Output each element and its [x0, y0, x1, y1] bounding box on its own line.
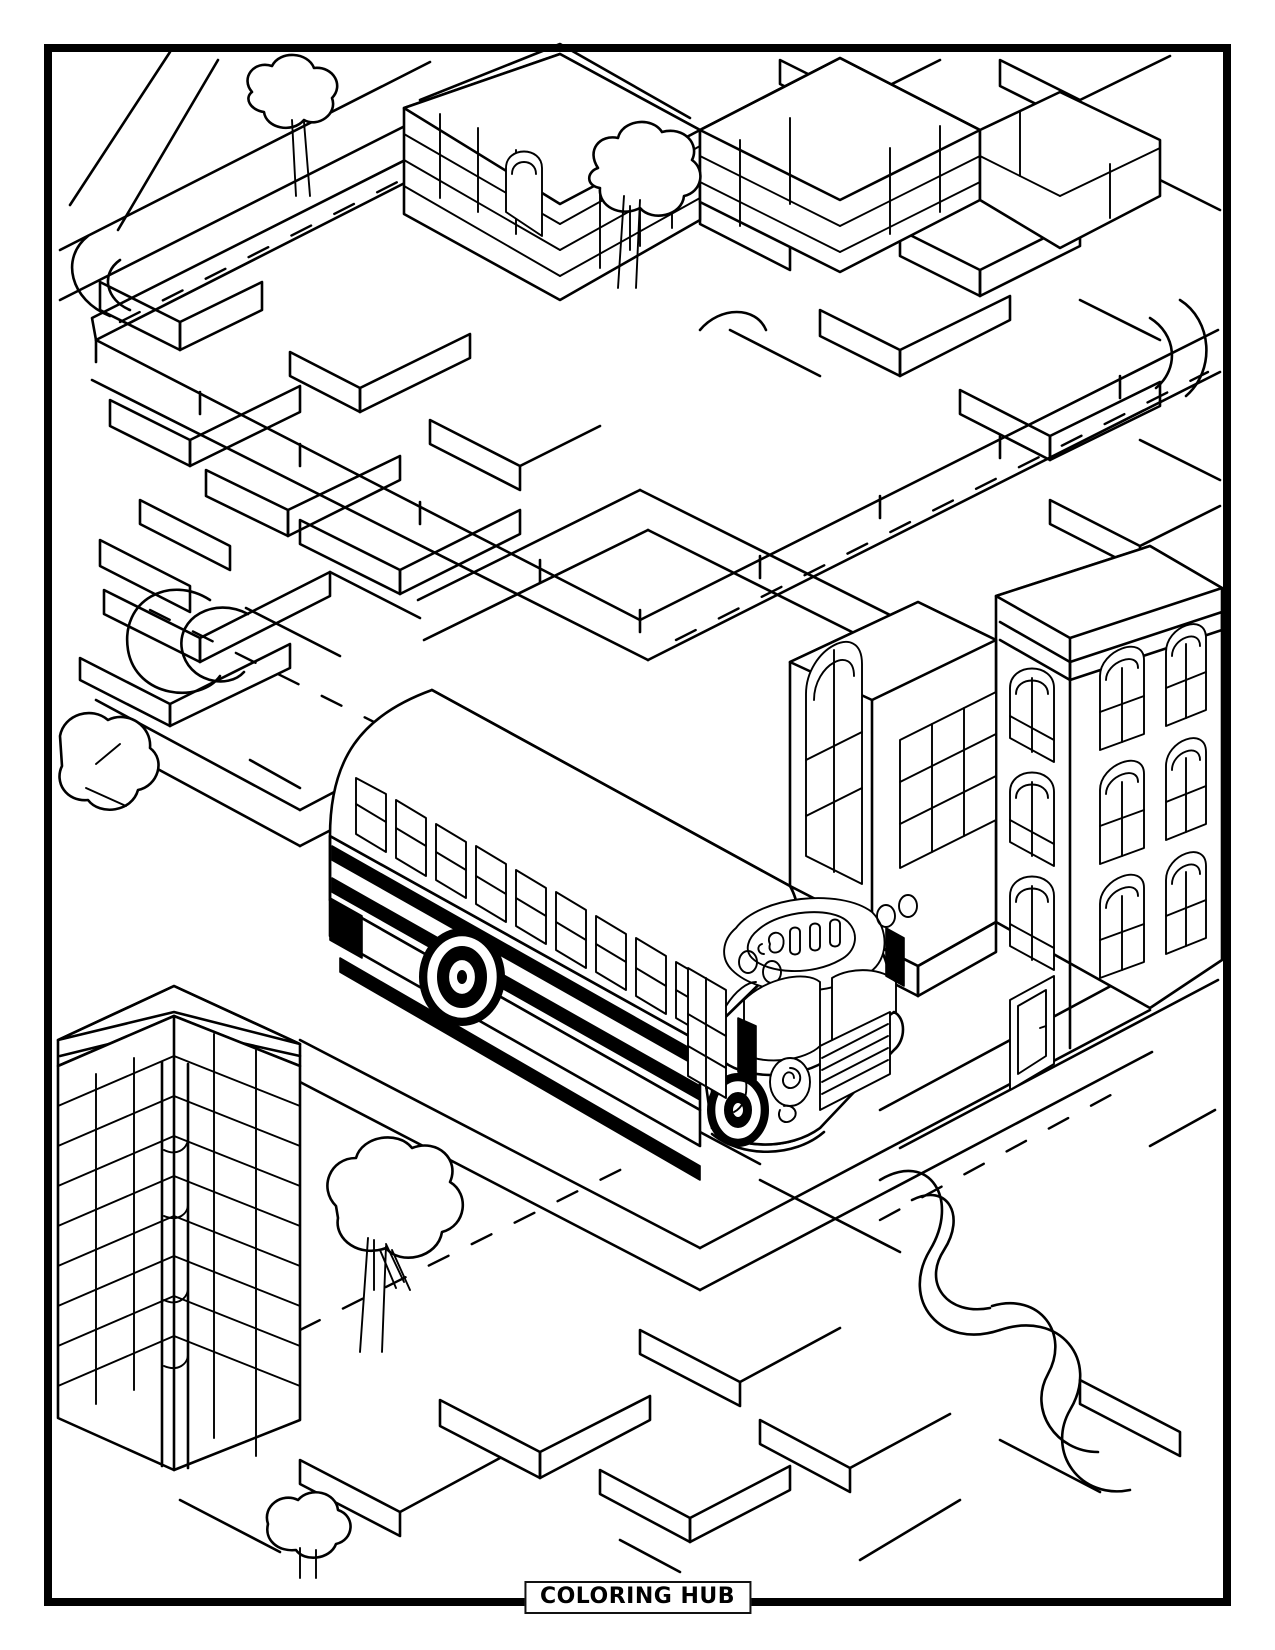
- school-bus: [328, 688, 918, 1181]
- tree-upper-left: [246, 53, 339, 197]
- arched-window-group-right: [1099, 623, 1207, 979]
- bus-rear-wheel: [419, 928, 505, 1026]
- tree-top: [587, 120, 702, 289]
- arched-window-apartment: [788, 544, 1224, 1091]
- coloring-hub-label: COLORING HUB: [539, 1584, 736, 1609]
- glass-office-tower: [56, 984, 302, 1472]
- arched-window-group-left: [1009, 667, 1055, 971]
- bush-bottom-left: [265, 1490, 352, 1579]
- coloring-hub-badge: COLORING HUB: [523, 1581, 752, 1614]
- bush-left: [58, 711, 160, 811]
- tree-bottom: [326, 1136, 465, 1353]
- bus-headlight: [769, 1057, 811, 1124]
